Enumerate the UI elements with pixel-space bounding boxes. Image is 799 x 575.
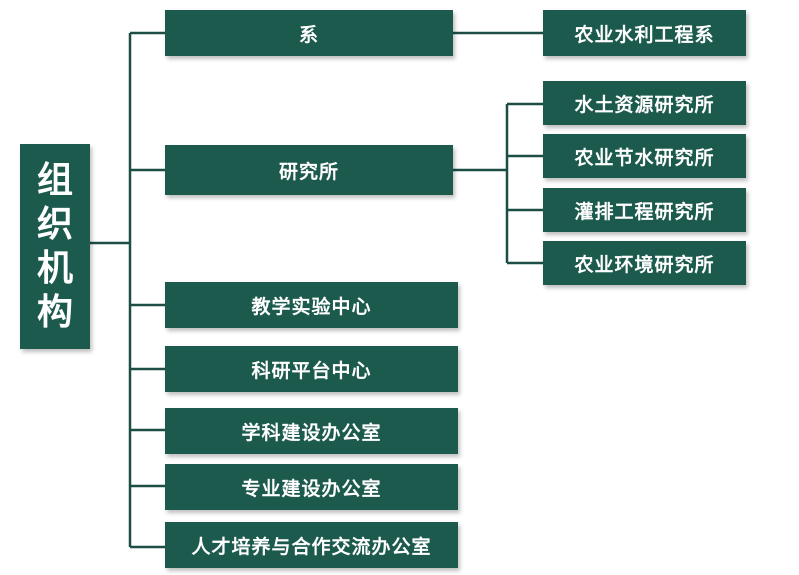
node-label: 灌排工程研究所 [574, 200, 715, 223]
node-label: 专业建设办公室 [241, 477, 382, 500]
node-discipline-construction-office: 学科建设办公室 [165, 408, 458, 454]
node-label: 水土资源研究所 [574, 93, 715, 116]
node-label: 人才培养与合作交流办公室 [191, 535, 432, 558]
node-xi: 系 [165, 10, 453, 56]
node-label: 研究所 [278, 160, 339, 183]
node-agricultural-water-saving-institute: 农业节水研究所 [543, 134, 746, 178]
node-label: 系 [298, 23, 319, 46]
root-label-char: 织 [36, 203, 73, 245]
root-label-char: 组 [36, 159, 73, 201]
root-label-char: 构 [36, 291, 73, 333]
node-soil-water-resources-institute: 水土资源研究所 [543, 81, 746, 125]
node-label: 科研平台中心 [251, 359, 372, 382]
root-node-label: 组织机构 [37, 159, 73, 335]
node-agricultural-environment-institute: 农业环境研究所 [543, 241, 746, 285]
node-irrigation-drainage-institute: 灌排工程研究所 [543, 188, 746, 232]
node-label: 学科建设办公室 [241, 421, 382, 444]
node-label: 农业环境研究所 [574, 253, 715, 276]
node-yanjiusuo: 研究所 [165, 145, 453, 195]
node-research-platform-center: 科研平台中心 [165, 346, 458, 392]
root-node-organization: 组织机构 [20, 144, 90, 349]
root-label-char: 机 [36, 247, 73, 289]
node-label: 农业水利工程系 [574, 23, 715, 46]
node-major-construction-office: 专业建设办公室 [165, 464, 458, 510]
node-agricultural-water-conservancy-dept: 农业水利工程系 [543, 10, 746, 56]
node-talent-cooperation-office: 人才培养与合作交流办公室 [165, 522, 458, 568]
node-teaching-experiment-center: 教学实验中心 [165, 282, 458, 328]
node-label: 教学实验中心 [251, 295, 372, 318]
node-label: 农业节水研究所 [574, 146, 715, 169]
